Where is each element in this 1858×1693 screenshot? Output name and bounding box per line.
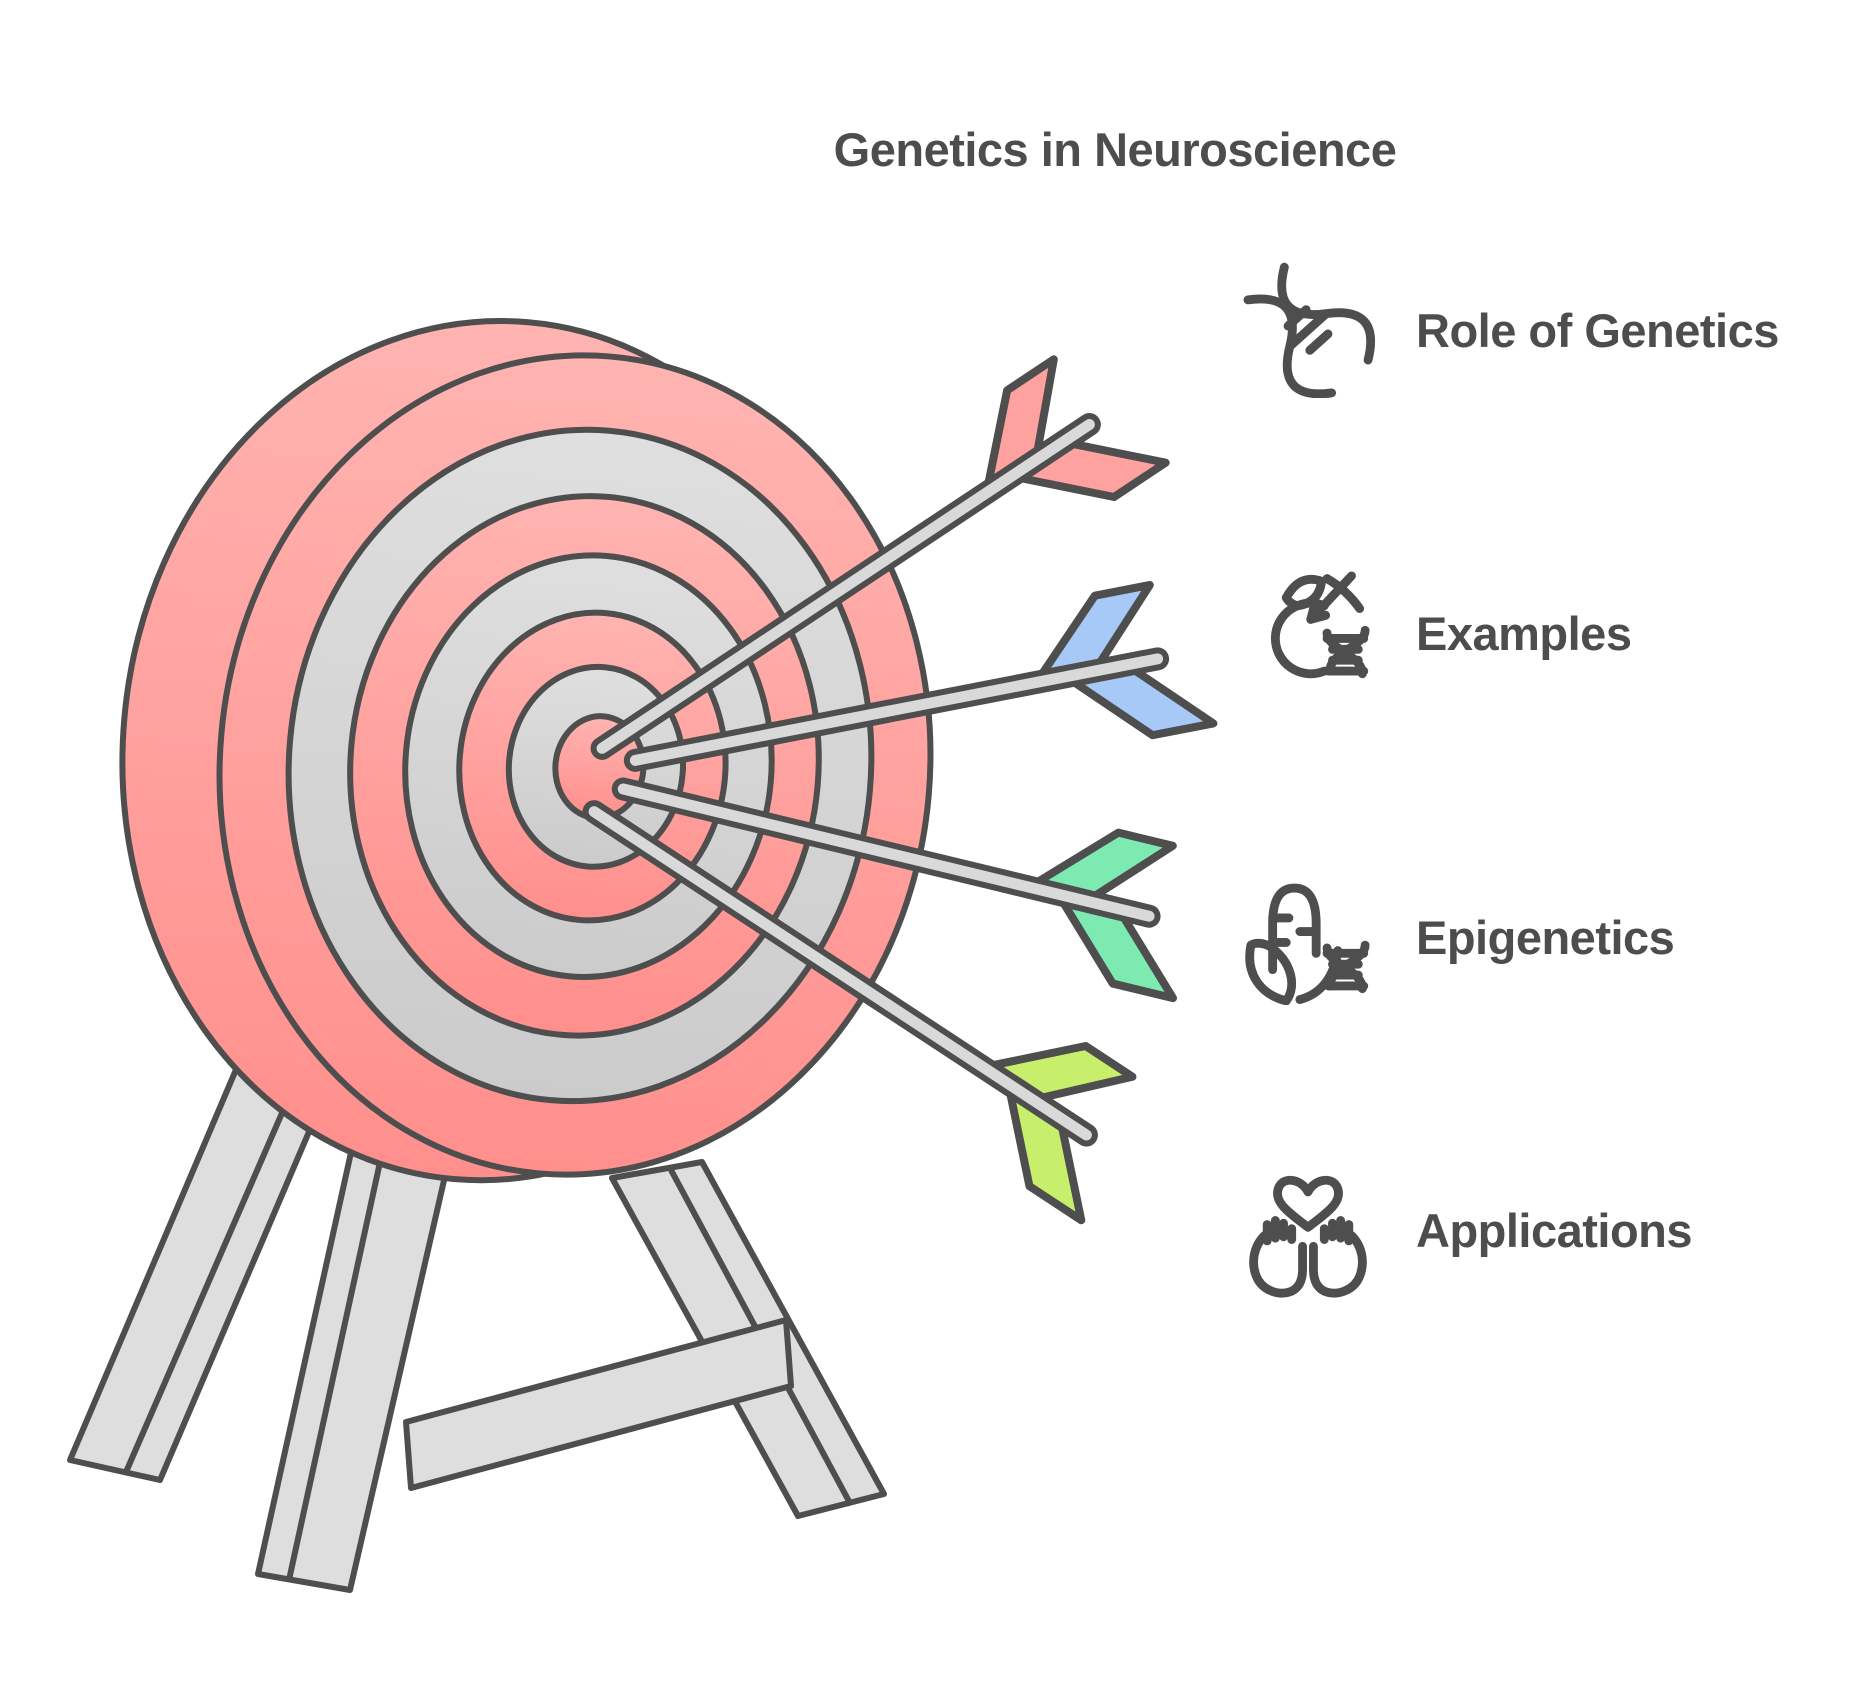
dna-icon: [1240, 262, 1376, 398]
hands-heart-icon: [1240, 1162, 1376, 1298]
arrow-lime-shaft: [582, 800, 1098, 1147]
arrow-green-shaft: [611, 777, 1161, 928]
legend-row-applications: Applications: [1240, 1160, 1693, 1300]
arrow-red-shaft: [590, 413, 1101, 760]
legend-row-role-of-genetics: Role of Genetics: [1240, 260, 1779, 400]
legend-label: Epigenetics: [1416, 910, 1675, 964]
arrow-blue: [623, 580, 1218, 772]
arrow-lime: [582, 800, 1137, 1225]
legend-row-epigenetics: Epigenetics: [1240, 867, 1675, 1007]
corn-dna-icon: [1240, 869, 1376, 1005]
arrow-green: [611, 777, 1178, 1003]
legend-row-examples: Examples: [1240, 563, 1632, 703]
apple-dna-icon: [1240, 565, 1376, 701]
target-stand: [67, 1029, 887, 1593]
arrow-red: [590, 355, 1170, 760]
stand-leg-center-edge: [286, 1152, 385, 1581]
legend-label: Examples: [1416, 606, 1632, 660]
legend-label: Applications: [1416, 1203, 1693, 1257]
stand-crossbar: [403, 1317, 794, 1491]
stand-leg-left-edge: [123, 1042, 315, 1474]
stand-leg-center: [255, 1145, 451, 1593]
page-title: Genetics in Neuroscience: [833, 123, 1397, 176]
target-board: [119, 318, 934, 1184]
arrow-blue-shaft: [623, 647, 1170, 772]
legend-label: Role of Genetics: [1416, 303, 1779, 357]
